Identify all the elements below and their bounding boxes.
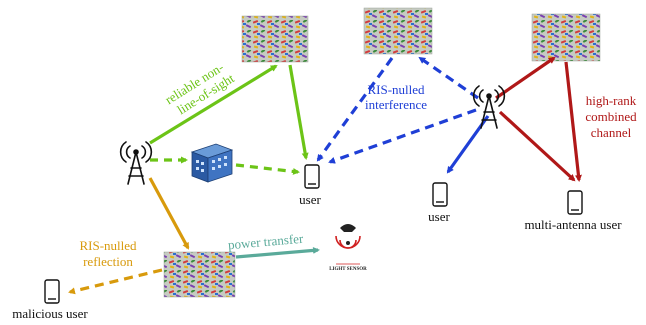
label-light-sensor: LIGHT SENSOR [329,267,367,272]
ris-panel-bottom [163,251,236,298]
label-high-rank-line3: channel [591,125,632,140]
label-ris-nulled-interference-line1: RIS-nulled [367,82,425,97]
blue-link-ris-to-user [316,57,394,162]
label-ris-nulled-interference-line2: interference [365,97,427,112]
light-sensor-icon [335,224,361,265]
green-link-ris-to-user [288,64,309,160]
base-station-right-icon [472,85,506,129]
label-user-right: user [428,209,450,224]
label-power-transfer: power transfer [227,231,304,253]
label-high-rank-channel: high-rank combined channel [585,93,637,140]
building-icon [190,143,234,183]
label-high-rank-line2: combined [585,109,637,124]
ris-panel-top-right [531,13,601,62]
teal-link-ris-to-sensor [235,246,320,259]
red-link-ris-to-user [564,61,582,182]
label-reliable-nlos: reliable non- line-of-sight [162,59,237,117]
phone-icon-center-user [304,164,320,189]
label-ris-nulled-reflection-line1: RIS-nulled [79,238,137,253]
base-station-left-icon [119,141,153,185]
phone-icon-multi-antenna-user [567,190,583,215]
green-link-bs-to-ris [149,64,278,145]
phone-icon-right-user [432,182,448,207]
label-ris-nulled-reflection: RIS-nulled reflection [79,238,137,269]
label-high-rank-line1: high-rank [586,93,637,108]
label-multi-antenna-user: multi-antenna user [524,217,622,232]
label-ris-nulled-reflection-line2: reflection [83,254,133,269]
orange-link-ris-to-malicious [68,268,163,295]
label-malicious-user: malicious user [12,306,88,321]
blue-link-bs-to-user-direct [328,108,477,164]
red-link-bs-to-ris [495,56,556,100]
label-user-center: user [299,192,321,207]
ris-panel-top-middle [363,7,433,55]
orange-link-bs-to-ris [148,177,190,250]
ris-panel-top-center [241,15,309,63]
green-link-building-to-user [235,163,300,175]
label-ris-nulled-interference: RIS-nulled interference [365,82,427,112]
phone-icon-malicious-user [44,279,60,304]
red-link-bs-to-user-direct [498,110,576,182]
blue-link-bs-to-ris [418,56,479,100]
